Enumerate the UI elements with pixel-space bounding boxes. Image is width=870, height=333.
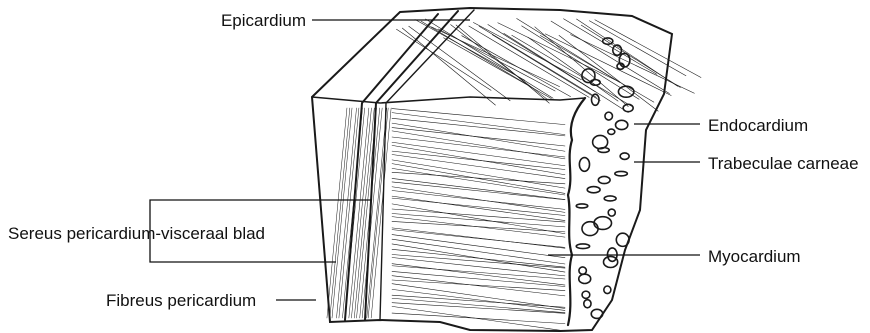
pericardium-layer-line: [365, 11, 458, 320]
trabeculae-mesh: [576, 38, 634, 318]
epicardium-label: Epicardium: [221, 11, 306, 30]
fibre-stroke: [444, 38, 552, 99]
fibre-stroke: [589, 21, 686, 76]
fibre-stroke: [392, 131, 565, 159]
sereus-label: Sereus pericardium-visceraal blad: [8, 224, 265, 243]
trabecula-loop: [582, 222, 598, 236]
trabeculae-mesh-edge: [568, 98, 585, 325]
fibre-stroke: [498, 23, 618, 81]
fibre-stroke: [581, 25, 680, 87]
trabecula-loop: [587, 187, 600, 193]
pericardium-layer-line: [380, 10, 474, 320]
fibre-stroke: [469, 26, 589, 97]
trabecula-loop: [604, 196, 616, 201]
muscle-fibre-hatching: [327, 18, 701, 330]
fibre-stroke: [362, 108, 382, 318]
fibre-stroke: [392, 254, 565, 268]
fibre-stroke: [540, 35, 653, 102]
fibre-stroke: [535, 27, 629, 107]
fibre-stroke: [392, 289, 565, 310]
fibre-stroke: [504, 33, 628, 112]
trabecula-loop: [604, 286, 611, 294]
trabecula-loop: [579, 267, 586, 274]
fibre-stroke: [392, 198, 565, 215]
trabecula-loop: [582, 291, 590, 298]
fibre-stroke: [564, 19, 657, 75]
fibre-stroke: [327, 108, 347, 318]
trabecula-loop: [598, 148, 609, 153]
trabecula-loop: [618, 86, 633, 97]
fibre-stroke: [396, 29, 491, 90]
trabecula-loop: [594, 217, 612, 230]
endocardium-label: Endocardium: [708, 116, 808, 135]
trabecula-loop: [615, 120, 627, 129]
trabecula-loop: [591, 309, 603, 318]
trabecula-loop: [576, 244, 589, 249]
trabecula-loop: [593, 135, 608, 148]
trabecula-loop: [608, 209, 615, 216]
fibre-stroke: [392, 303, 565, 314]
heart-wall-illustration: [312, 8, 701, 331]
fibre-stroke: [492, 35, 600, 101]
fibre-stroke: [402, 28, 495, 105]
trabecula-loop: [591, 94, 599, 105]
trabecula-loop: [576, 204, 588, 208]
trabecula-loop: [579, 274, 591, 283]
fibre-stroke: [456, 25, 549, 103]
trabecula-loop: [623, 104, 633, 111]
trabecula-loop: [613, 45, 622, 55]
trabecula-loop: [605, 112, 612, 120]
trabeculae-label: Trabeculae carneae: [708, 154, 859, 173]
trabecula-loop: [615, 171, 627, 176]
fibreus-label: Fibreus pericardium: [106, 291, 256, 310]
top-face-edge: [312, 97, 585, 103]
trabecula-loop: [616, 233, 629, 246]
trabecula-loop: [604, 256, 618, 267]
trabecula-loop: [608, 129, 615, 134]
trabecula-loop: [598, 176, 610, 183]
trabecula-loop: [579, 158, 589, 172]
trabecula-loop: [603, 38, 613, 44]
fibre-stroke: [392, 113, 565, 135]
fibre-stroke: [392, 230, 565, 248]
trabecula-loop: [620, 153, 629, 159]
trabecula-loop: [584, 300, 591, 308]
fibre-stroke: [392, 109, 565, 125]
fibre-stroke: [392, 284, 565, 309]
fibre-stroke: [545, 34, 671, 96]
fibre-stroke: [392, 249, 565, 267]
fibre-stroke: [392, 221, 565, 231]
fibre-stroke: [392, 128, 565, 146]
myocardium-label: Myocardium: [708, 247, 801, 266]
fibre-stroke: [392, 306, 565, 331]
